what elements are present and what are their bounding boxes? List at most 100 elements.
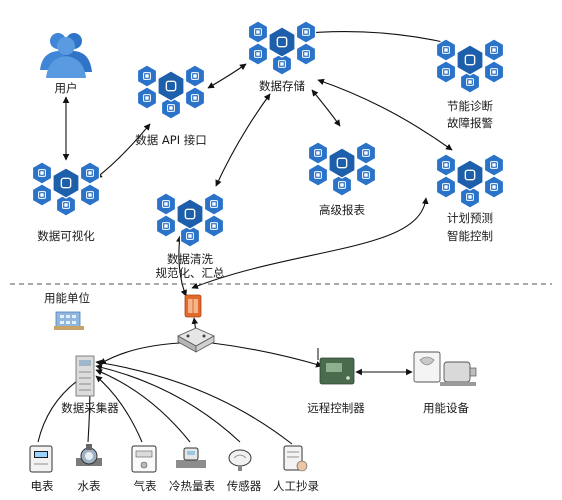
chip-core <box>444 163 448 167</box>
cloud-icon <box>60 177 72 189</box>
chip-icon <box>254 28 262 36</box>
visualize-hex-cluster <box>31 161 101 217</box>
reports-hex-cluster <box>307 141 377 197</box>
chip-core <box>340 183 344 187</box>
manual-reading-icon <box>283 445 308 472</box>
cloud-icon <box>464 169 476 181</box>
data-collector-icon <box>75 355 95 397</box>
chip-core <box>164 202 168 206</box>
edge-storage-cleaning <box>215 93 271 187</box>
chip-core <box>280 62 284 66</box>
chip-icon <box>62 201 70 209</box>
edge-switch-remote <box>211 342 323 368</box>
chip-icon <box>167 104 175 112</box>
building-icon <box>54 311 84 330</box>
chip-core <box>169 106 173 110</box>
chip-icon <box>466 193 474 201</box>
chip-icon <box>442 46 450 54</box>
chip-core <box>64 203 68 207</box>
chip-icon <box>442 183 450 191</box>
cloud-core-hexagon <box>157 70 185 102</box>
chip-core <box>212 224 216 228</box>
chip-core <box>256 30 260 34</box>
cloud-icon <box>184 208 196 220</box>
energy-equipment-icon <box>413 351 477 386</box>
chip-core <box>188 234 192 238</box>
chip-core <box>492 185 496 189</box>
edge-gas-meter-collector <box>95 375 143 443</box>
edge-storage-diag <box>295 30 453 46</box>
chip-core <box>444 185 448 189</box>
device-label-4: 传感器 <box>227 479 262 493</box>
chip-icon <box>278 60 286 68</box>
chip-core <box>88 193 92 197</box>
chip-core <box>492 70 496 74</box>
device-label-2: 气表 <box>134 479 157 493</box>
chip-core <box>364 151 368 155</box>
chip-core <box>164 224 168 228</box>
edge-plan-router <box>191 197 429 289</box>
chip-core <box>88 171 92 175</box>
chip-icon <box>362 149 370 157</box>
edge-api-storage <box>207 63 247 89</box>
edge-heat-meter-collector <box>95 369 191 443</box>
chip-icon <box>191 94 199 102</box>
connection-lines <box>37 30 453 445</box>
device-label-0: 电表 <box>31 479 54 493</box>
device-label-1: 水表 <box>78 479 101 493</box>
cloud-core-hexagon <box>52 167 80 199</box>
chip-icon <box>442 68 450 76</box>
chip-icon <box>490 46 498 54</box>
plan-label-1: 计划预测 <box>447 211 493 225</box>
edge-switch-collector <box>99 342 181 365</box>
remote-controller-label: 远程控制器 <box>307 401 365 415</box>
chip-icon <box>490 68 498 76</box>
cleaning-hex-cluster <box>155 192 225 248</box>
chip-core <box>316 173 320 177</box>
chip-core <box>316 151 320 155</box>
chip-icon <box>38 191 46 199</box>
device-label-3: 冷热量表 <box>169 479 215 493</box>
cloud-core-hexagon <box>456 159 484 191</box>
cloud-icon <box>165 80 177 92</box>
storage-hex-cluster <box>247 20 317 76</box>
chip-core <box>304 30 308 34</box>
user-group-icon <box>40 33 92 78</box>
cloud-core-hexagon <box>176 198 204 230</box>
chip-icon <box>314 171 322 179</box>
chip-core <box>468 195 472 199</box>
cloud-core-hexagon <box>268 26 296 58</box>
chip-icon <box>191 72 199 80</box>
chip-icon <box>210 200 218 208</box>
gas-meter-icon <box>131 445 157 473</box>
cloud-icon <box>336 157 348 169</box>
chip-core <box>364 173 368 177</box>
api-hex-cluster <box>136 64 206 120</box>
visualize-label: 数据可视化 <box>37 229 95 243</box>
plan-hex-cluster <box>435 153 505 209</box>
chip-icon <box>314 149 322 157</box>
chip-core <box>212 202 216 206</box>
chip-icon <box>86 191 94 199</box>
cloud-core-hexagon <box>456 44 484 76</box>
chip-icon <box>442 161 450 169</box>
energy-diag-label-2: 故障报警 <box>447 116 493 130</box>
cleaning-label-2: 规范化、汇总 <box>156 266 225 280</box>
chip-core <box>145 96 149 100</box>
cloud-service-clusters <box>31 20 505 248</box>
network-switch-icon <box>177 327 215 353</box>
collector-label: 数据采集器 <box>61 401 119 415</box>
electric-meter-icon <box>29 445 53 473</box>
chip-icon <box>466 78 474 86</box>
chip-core <box>40 193 44 197</box>
chip-icon <box>338 181 346 189</box>
cleaning-label-1: 数据清洗 <box>167 252 213 266</box>
chip-core <box>193 96 197 100</box>
cloud-icon <box>464 54 476 66</box>
cloud-core-hexagon <box>328 147 356 179</box>
heat-meter-icon <box>176 447 206 468</box>
chip-icon <box>86 169 94 177</box>
device-label-5: 人工抄录 <box>273 479 319 493</box>
chip-core <box>468 80 472 84</box>
edge-sensor-collector <box>95 364 241 443</box>
